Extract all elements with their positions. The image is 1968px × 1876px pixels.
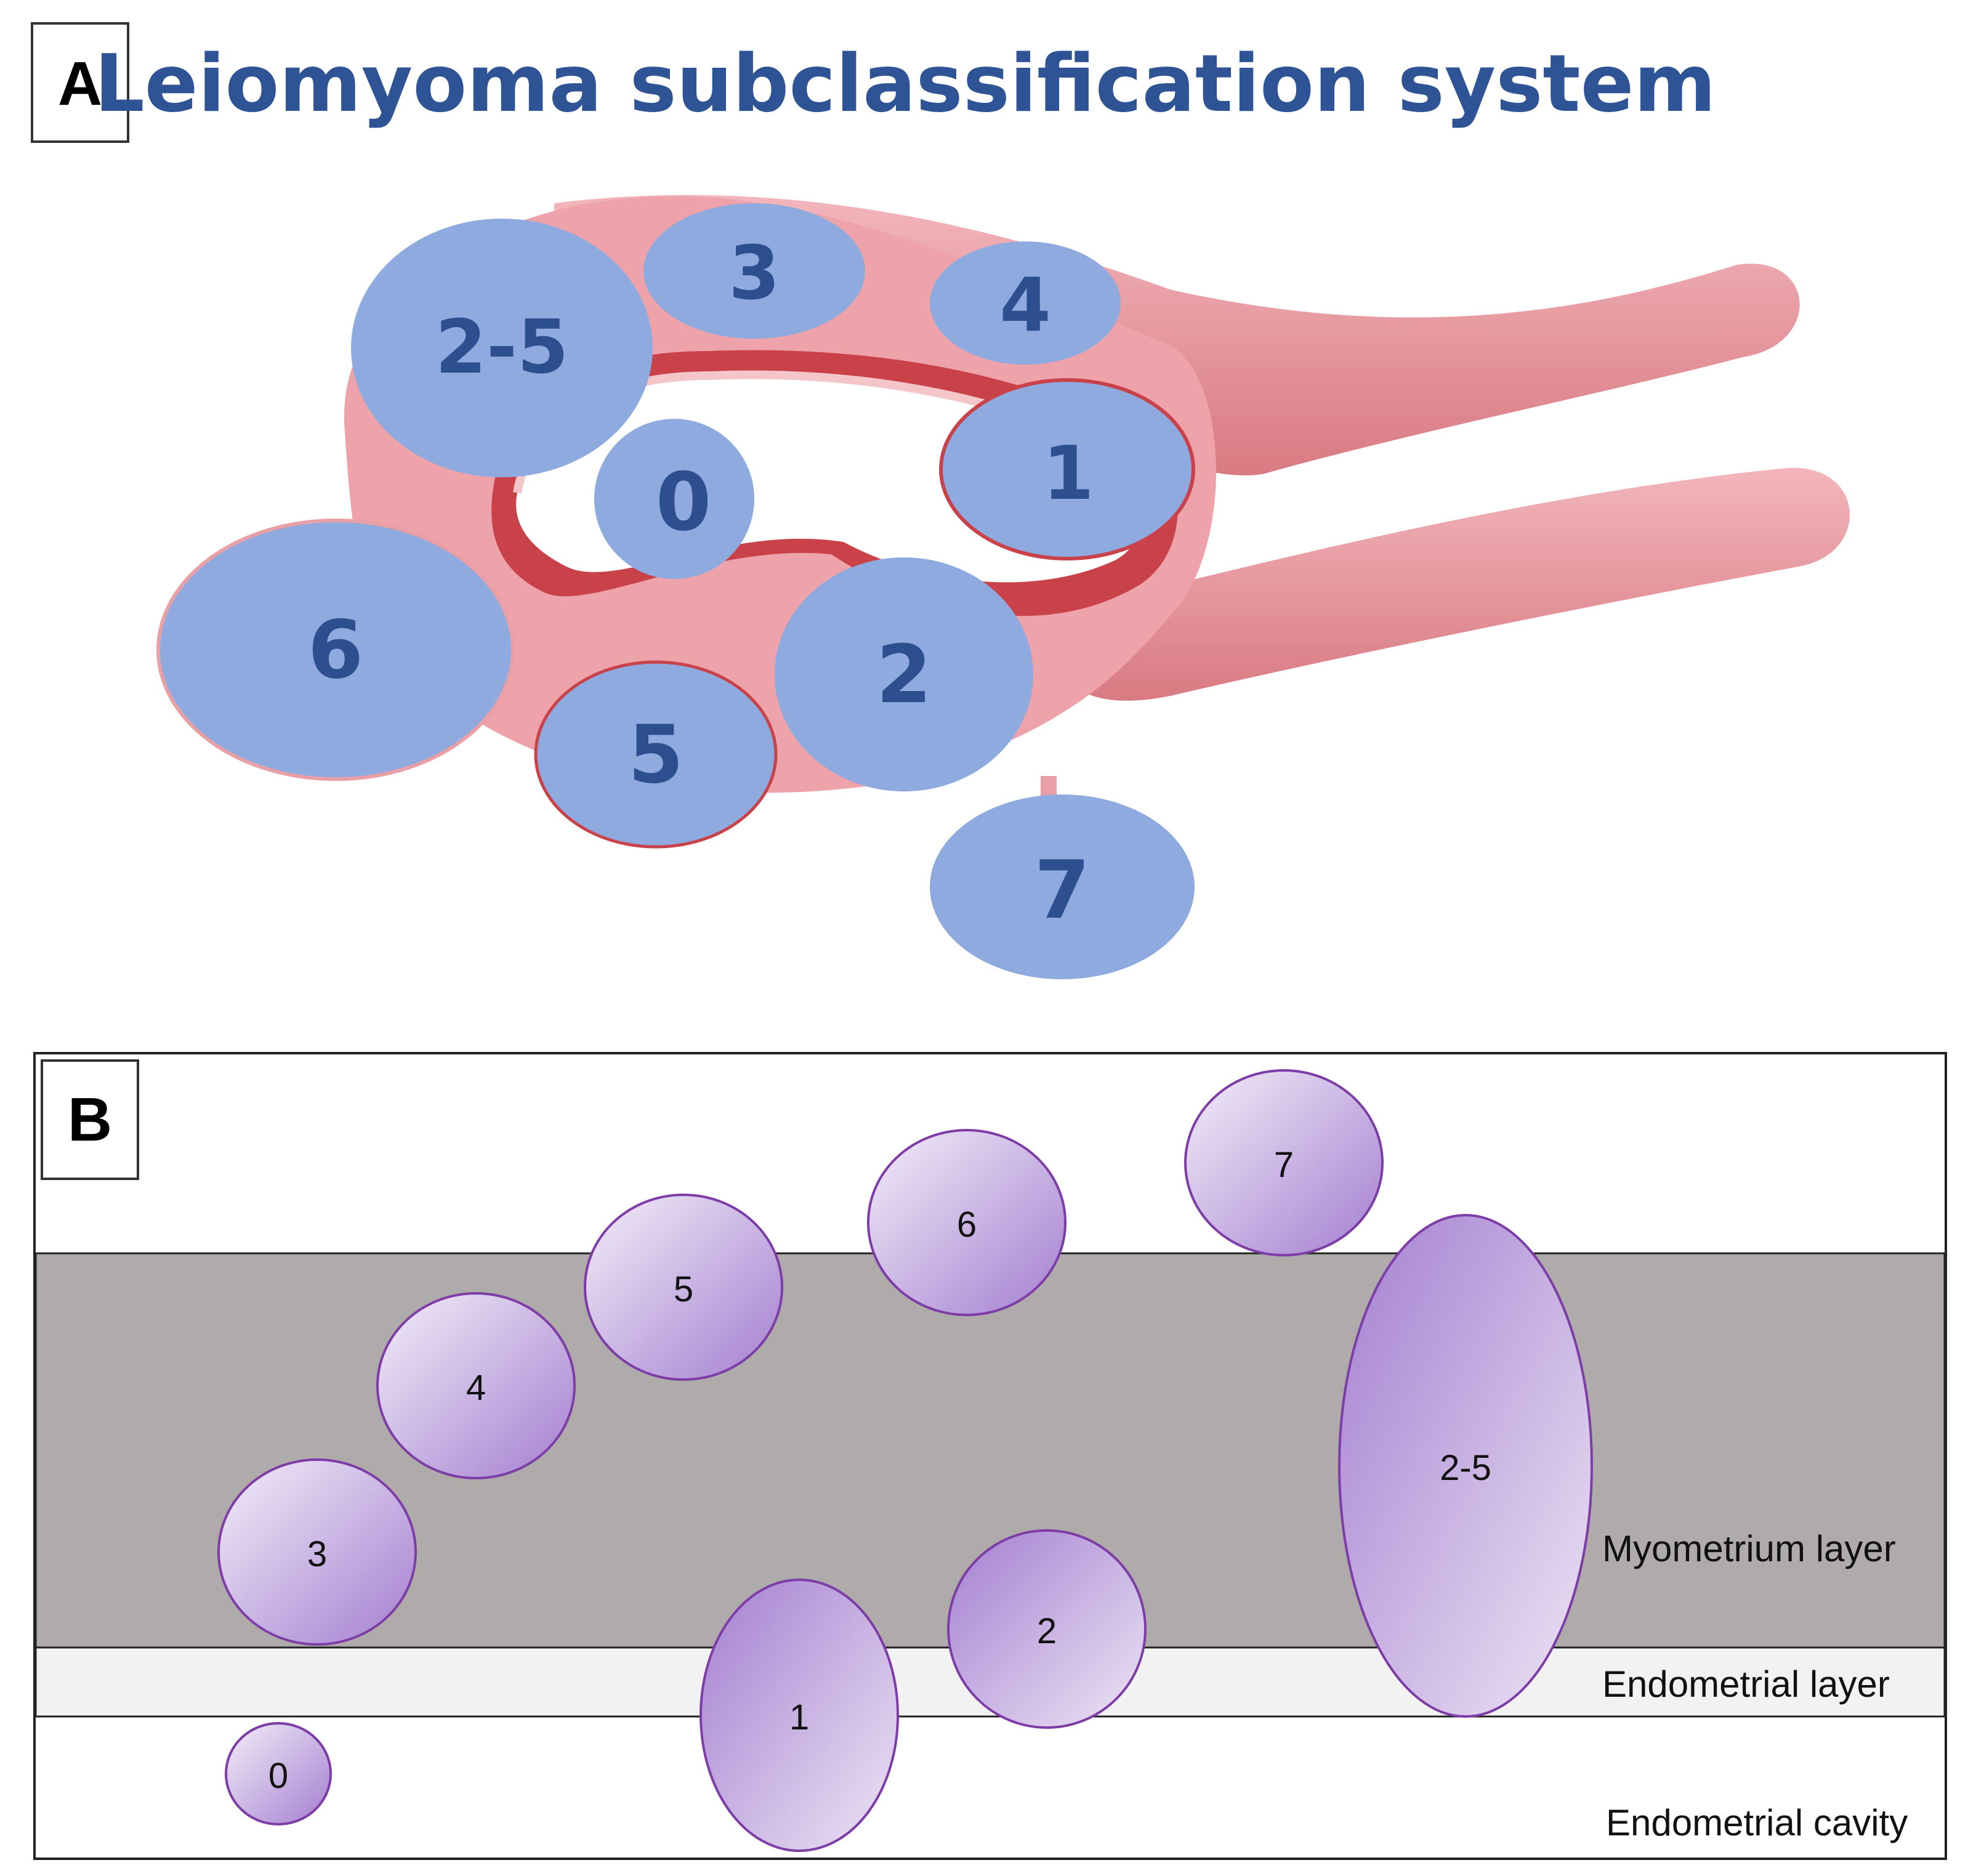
fibroid-b-label-1: 1 [789, 1697, 809, 1737]
fibroid-a-0 [594, 419, 754, 579]
endometrial-label: Endometrial layer [1602, 1664, 1890, 1705]
fibroid-b-label-0: 0 [268, 1756, 288, 1796]
fibroid-a-label-4: 4 [999, 263, 1051, 349]
fibroid-a-5 [534, 660, 778, 849]
fibroid-b-5 [584, 1194, 783, 1381]
fibroid-b-label-2: 2 [1037, 1611, 1057, 1651]
fibroid-b-3 [217, 1458, 417, 1646]
fibroid-a-label-2: 2 [876, 628, 932, 721]
fibroid-a-label-6: 6 [308, 603, 363, 697]
fibroid-b-2 [947, 1529, 1147, 1729]
fibroid-a-label-7: 7 [1034, 843, 1090, 937]
panel-a-label: A [58, 49, 102, 118]
fibroids-a: 2-5 3 4 0 1 6 2 5 7 [156, 203, 1195, 979]
fibroid-a-7 [930, 794, 1195, 979]
fibroid-a-label-5: 5 [628, 708, 684, 801]
fibroid-a-label-1: 1 [1042, 431, 1094, 517]
fibroid-a-label-0: 0 [656, 455, 711, 549]
fibroid-a-2 [775, 557, 1033, 791]
fibroid-a-4 [930, 241, 1121, 365]
panel-b-label: B [68, 1085, 112, 1154]
fibroid-b-6 [867, 1129, 1067, 1316]
panel-b: B Myometrium layer Endometrial layer End… [33, 1052, 1947, 1860]
panel-a-label-box [31, 22, 129, 143]
fibroid-b-2-5 [1338, 1214, 1593, 1718]
panel-a: A Leiomyoma subclassification system 2-5… [31, 22, 1850, 979]
fibroid-a-2-5 [351, 219, 653, 477]
cavity-label: Endometrial cavity [1606, 1802, 1908, 1843]
lower-fallopian-tube [1047, 467, 1850, 701]
fibroid-b-label-3: 3 [307, 1534, 327, 1574]
fibroid-b-label-5: 5 [674, 1269, 693, 1309]
fibroid-b-0 [225, 1722, 332, 1825]
fibroid-b-label-7: 7 [1274, 1145, 1294, 1185]
fibroid-b-label-2-5: 2-5 [1440, 1448, 1491, 1488]
fibroid-a-6 [156, 519, 515, 781]
fibroid-b-label-4: 4 [466, 1368, 486, 1408]
fibroid-b-label-6: 6 [957, 1205, 977, 1245]
fibroid-a-label-3: 3 [728, 231, 780, 317]
panel-b-label-box [41, 1059, 139, 1180]
fibroid-a-label-2-5: 2-5 [435, 305, 569, 390]
fibroid-a-1 [939, 378, 1195, 560]
panel-a-title: Leiomyoma subclassification system [94, 38, 1716, 130]
fibroid-b-4 [376, 1292, 576, 1479]
myometrium-label: Myometrium layer [1602, 1528, 1896, 1569]
fibroid-b-7 [1184, 1069, 1384, 1256]
fibroid-a-3 [643, 203, 865, 339]
fibroids-b: 0 1 2 3 4 5 6 7 2-5 [217, 1069, 1593, 1852]
fibroid-b-1 [700, 1579, 899, 1852]
